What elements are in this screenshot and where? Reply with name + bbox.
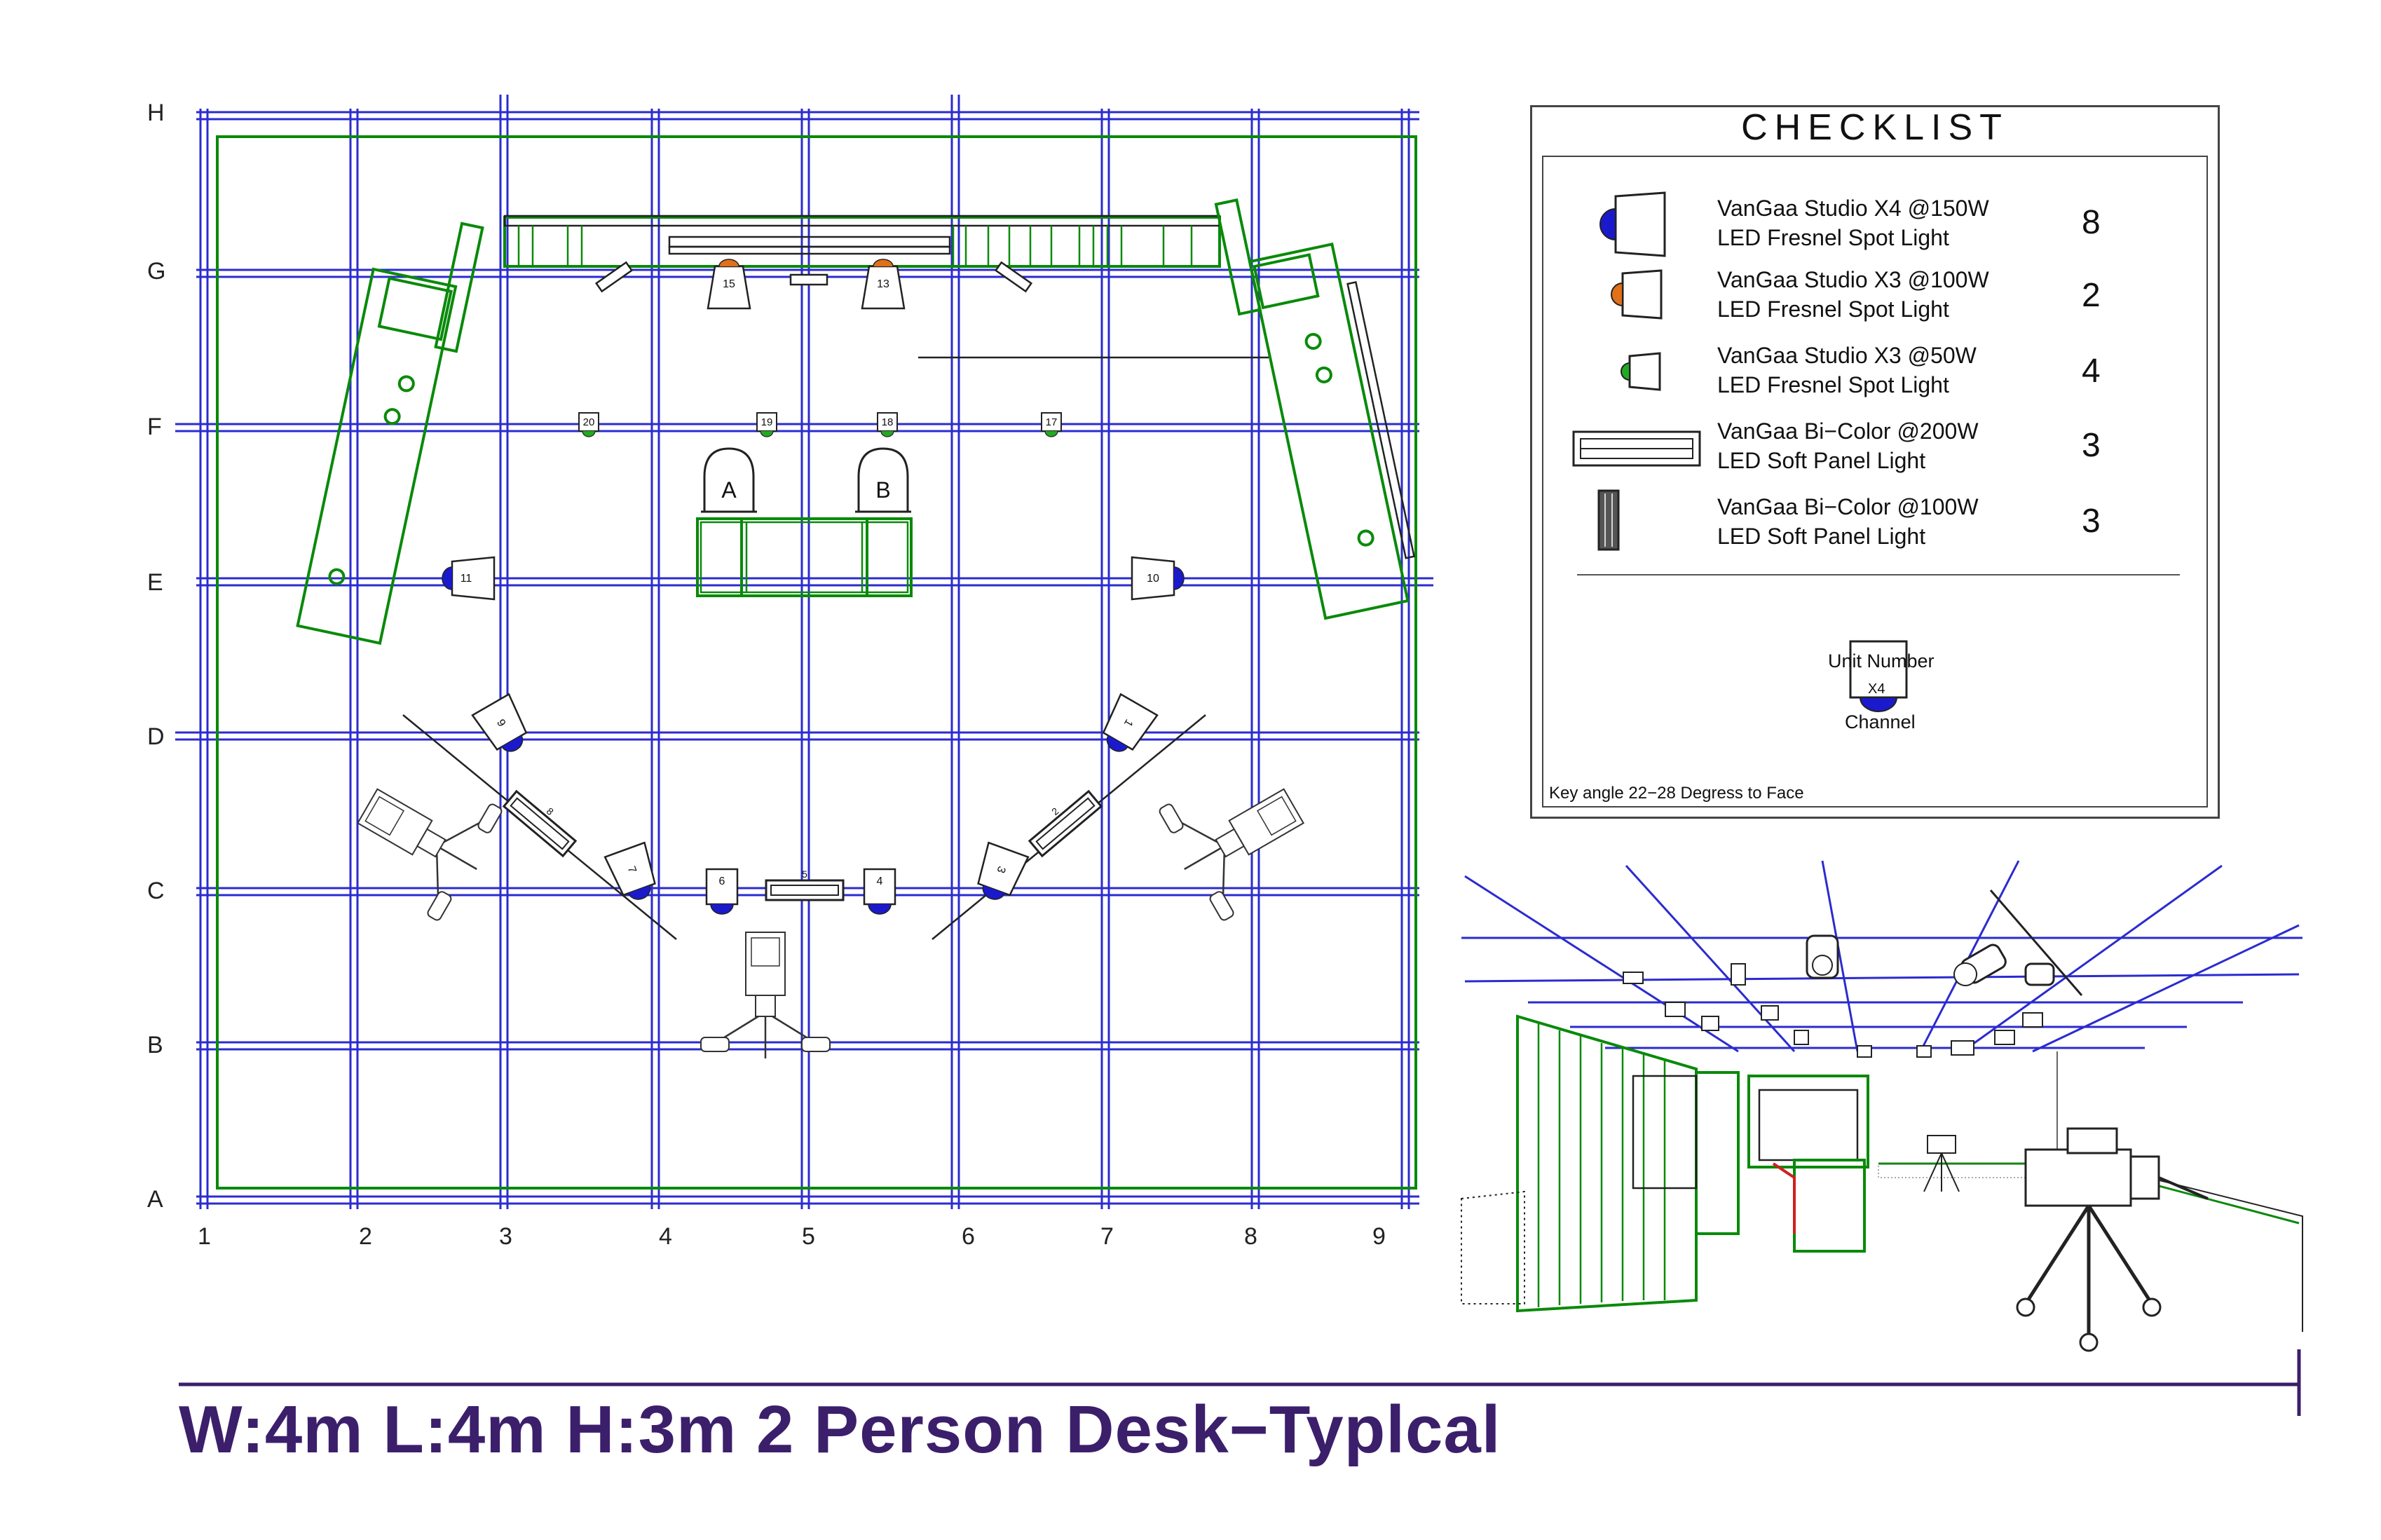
col-label-5: 5 — [802, 1223, 815, 1250]
fixture-1: 1 — [1093, 693, 1159, 761]
col-label-1: 1 — [198, 1223, 211, 1250]
checklist-inner-frame — [1542, 156, 2208, 808]
fixture-6: 6 — [705, 868, 739, 915]
col-label-2: 2 — [359, 1223, 372, 1250]
svg-text:10: 10 — [1147, 573, 1159, 585]
checklist-item-3-line1: VanGaa Studio X3 @50W — [1717, 343, 1977, 368]
svg-text:6: 6 — [719, 875, 725, 887]
right-angled-wall — [1214, 198, 1416, 620]
checklist-item-3-line2: LED Fresnel Spot Light — [1717, 372, 1949, 397]
fixture-4: 4 — [863, 868, 896, 915]
legend-unit-number: Unit Number — [1828, 650, 1935, 672]
camera-center — [700, 931, 831, 1060]
checklist-item-4-line1: VanGaa Bi−Color @200W — [1717, 418, 1979, 444]
col-label-4: 4 — [659, 1223, 672, 1250]
page-title: W:4m L:4m H:3m 2 Person Desk−Typlcal — [179, 1392, 1501, 1467]
checklist-item-1-line1: VanGaa Studio X4 @150W — [1717, 196, 1989, 221]
camera-left — [334, 749, 510, 926]
soft-panel-8: 8 — [502, 789, 578, 858]
fixture-13: 13 — [861, 259, 906, 310]
svg-text:5: 5 — [802, 868, 807, 880]
row-label-c: C — [147, 878, 165, 904]
row-label-h: H — [147, 100, 165, 126]
fresnel-x4-icon — [1599, 191, 1666, 257]
seat-a: A — [701, 447, 757, 513]
soft-panel-5: 5 — [765, 868, 845, 901]
row-label-b: B — [147, 1032, 163, 1058]
left-angled-wall — [296, 222, 484, 645]
checklist-item-5-line2: LED Soft Panel Light — [1717, 524, 1926, 549]
checklist-item-5-count: 3 — [2082, 503, 2101, 540]
fixture-19: 19 — [756, 412, 777, 437]
svg-text:19: 19 — [761, 416, 773, 428]
checklist-item-2-line2: LED Fresnel Spot Light — [1717, 297, 1949, 322]
fixture-17: 17 — [1041, 412, 1062, 437]
row-label-f: F — [147, 414, 162, 440]
legend-channel: Channel — [1845, 711, 1916, 732]
soft-panel-200-icon — [1572, 430, 1701, 467]
fixture-9: 9 — [471, 693, 536, 761]
checklist-panel — [1530, 105, 2220, 819]
panel-small-g-center — [789, 273, 828, 286]
fixture-11: 11 — [441, 556, 496, 601]
news-desk — [696, 517, 913, 597]
col-label-8: 8 — [1244, 1223, 1257, 1250]
soft-panel-100-icon — [1597, 489, 1620, 551]
svg-text:15: 15 — [723, 278, 735, 290]
checklist-item-5: VanGaa Bi−Color @100W LED Soft Panel Lig… — [1717, 492, 1979, 551]
checklist-item-5-line1: VanGaa Bi−Color @100W — [1717, 494, 1979, 519]
svg-text:20: 20 — [583, 416, 595, 428]
col-label-3: 3 — [499, 1223, 512, 1250]
legend-fixture-icon — [1849, 640, 1908, 712]
row-label-g: G — [147, 258, 165, 285]
checklist-item-4-line2: LED Soft Panel Light — [1717, 448, 1926, 473]
row-label-e: E — [147, 569, 163, 596]
col-label-6: 6 — [962, 1223, 975, 1250]
svg-text:13: 13 — [877, 278, 889, 290]
svg-text:17: 17 — [1046, 416, 1058, 428]
checklist-item-1-count: 8 — [2082, 204, 2101, 241]
seat-a-label: A — [721, 477, 737, 503]
room-outline — [216, 135, 1417, 1190]
fresnel-x3-icon — [1611, 269, 1663, 320]
col-label-9: 9 — [1372, 1223, 1386, 1250]
svg-text:18: 18 — [882, 416, 894, 428]
checklist-item-2-line1: VanGaa Studio X3 @100W — [1717, 267, 1989, 292]
svg-text:11: 11 — [460, 573, 472, 585]
panel-small-g-left — [594, 261, 634, 293]
soft-panel-2: 2 — [1028, 789, 1103, 858]
svg-text:4: 4 — [877, 875, 883, 887]
fixture-7: 7 — [603, 841, 664, 907]
seat-b: B — [855, 447, 911, 513]
seat-b-label: B — [875, 477, 890, 503]
fixture-15: 15 — [707, 259, 751, 310]
key-angle-note: Key angle 22−28 Degress to Face — [1549, 784, 1804, 803]
checklist-item-4: VanGaa Bi−Color @200W LED Soft Panel Lig… — [1717, 416, 1979, 475]
fixture-20: 20 — [578, 412, 599, 437]
checklist-item-3-count: 4 — [2082, 353, 2101, 390]
checklist-title: CHECKLIST — [1741, 107, 2009, 148]
checklist-item-1: VanGaa Studio X4 @150W LED Fresnel Spot … — [1717, 193, 1989, 252]
back-wall-set — [503, 214, 1221, 268]
panel-small-g-right — [994, 261, 1033, 293]
checklist-item-2: VanGaa Studio X3 @100W LED Fresnel Spot … — [1717, 265, 1989, 324]
checklist-item-3: VanGaa Studio X3 @50W LED Fresnel Spot L… — [1717, 341, 1977, 400]
checklist-item-4-count: 3 — [2082, 427, 2101, 464]
perspective-view — [1461, 860, 2303, 1352]
fixture-10: 10 — [1131, 556, 1185, 601]
row-label-d: D — [147, 723, 165, 750]
checklist-item-1-line2: LED Fresnel Spot Light — [1717, 225, 1949, 250]
fixture-3: 3 — [969, 841, 1030, 907]
checklist-item-2-count: 2 — [2082, 277, 2101, 314]
fresnel-x2-icon — [1621, 352, 1661, 391]
row-label-a: A — [147, 1186, 163, 1213]
col-label-7: 7 — [1100, 1223, 1114, 1250]
legend-code: X4 — [1868, 681, 1885, 697]
camera-right — [1151, 749, 1327, 926]
fixture-18: 18 — [877, 412, 898, 437]
